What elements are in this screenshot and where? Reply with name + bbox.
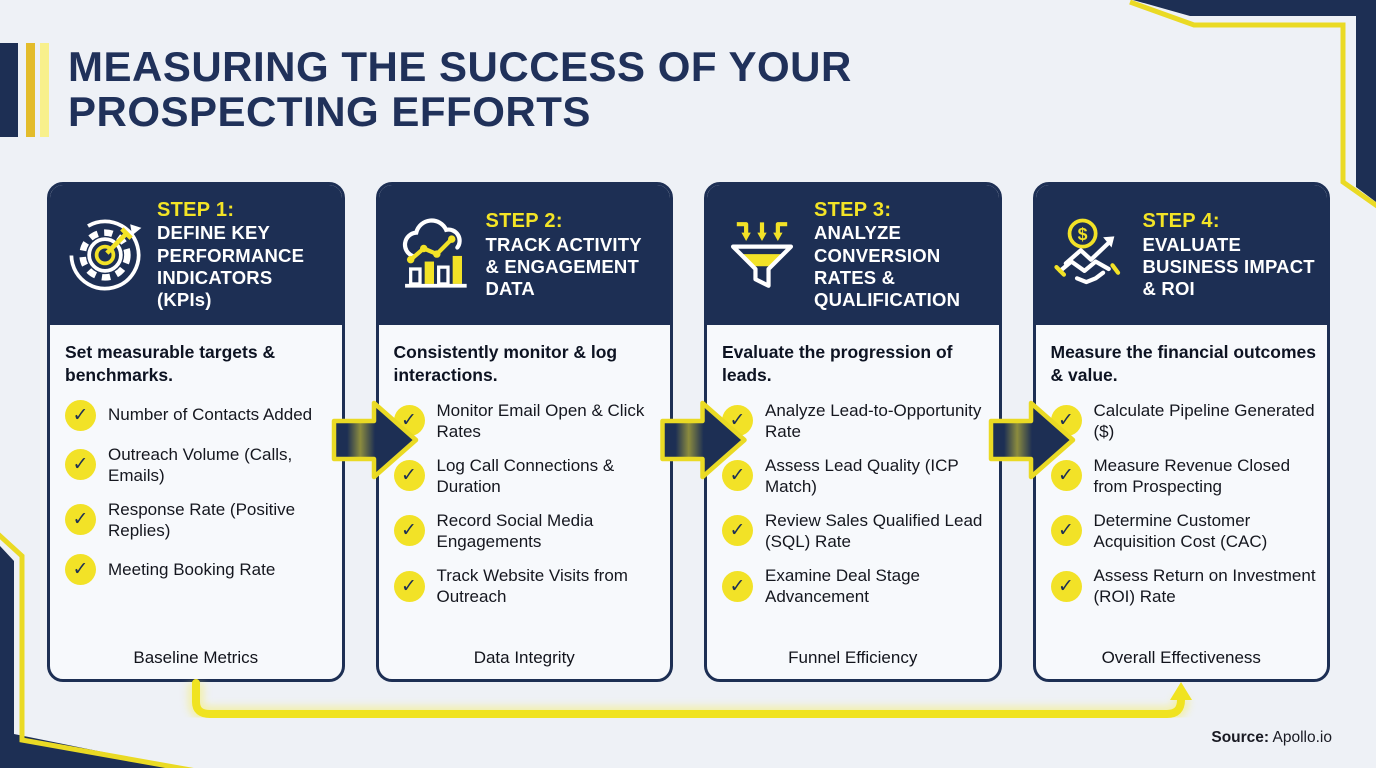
- step-3-body: Evaluate the progression of leads. ✓ Ana…: [707, 325, 999, 607]
- steps-row: STEP 1: DEFINE KEY PERFORMANCE INDICATOR…: [47, 182, 1330, 682]
- step-4-header: $ STEP 4: EVALUATE BUSINESS IMPACT & ROI: [1035, 185, 1327, 325]
- step-2-card: STEP 2: TRACK ACTIVITY & ENGAGEMENT DATA…: [375, 182, 673, 682]
- list-item: ✓ Examine Deal Stage Advancement: [722, 565, 989, 607]
- title-accent-bar-gold: [26, 43, 35, 137]
- step-2-checklist: ✓ Monitor Email Open & Click Rates ✓ Log…: [393, 400, 661, 608]
- step-1-title: DEFINE KEY PERFORMANCE INDICATORS (KPIs): [157, 222, 305, 310]
- step-3-checklist: ✓ Analyze Lead-to-Opportunity Rate ✓ Ass…: [722, 400, 989, 608]
- list-item: ✓ Analyze Lead-to-Opportunity Rate: [722, 400, 989, 442]
- step-4-card: $ STEP 4: EVALUATE BUSINESS IMPACT & ROI…: [1032, 182, 1330, 682]
- list-item: ✓ Measure Revenue Closed from Prospectin…: [1050, 455, 1318, 497]
- step-4-checklist: ✓ Calculate Pipeline Generated ($) ✓ Mea…: [1050, 400, 1318, 608]
- check-icon: ✓: [722, 405, 753, 437]
- step-3-title: ANALYZE CONVERSION RATES & QUALIFICATION: [814, 222, 961, 310]
- source-credit: Source: Apollo.io: [1211, 729, 1332, 747]
- step-2-footer-label: Data Integrity: [473, 648, 575, 667]
- feedback-loop-arrow: [188, 679, 1192, 722]
- step-4-footer-label: Overall Effectiveness: [1101, 648, 1261, 667]
- page-title-line-1: MEASURING THE SUCCESS OF YOUR: [68, 43, 852, 90]
- check-icon: ✓: [722, 570, 753, 602]
- target-gear-icon: [63, 213, 147, 297]
- title-accent-bar-navy: [0, 43, 18, 137]
- check-icon: ✓: [65, 504, 96, 536]
- step-3-header-text: STEP 3: ANALYZE CONVERSION RATES & QUALI…: [814, 199, 989, 311]
- list-item: ✓ Outreach Volume (Calls, Emails): [65, 444, 332, 486]
- step-2-body: Consistently monitor & log interactions.…: [379, 325, 671, 607]
- list-item: ✓ Log Call Connections & Duration: [393, 455, 661, 497]
- list-item: ✓ Record Social Media Engagements: [393, 510, 661, 552]
- step-1-header: STEP 1: DEFINE KEY PERFORMANCE INDICATOR…: [50, 185, 342, 325]
- check-icon: ✓: [393, 570, 425, 602]
- step-4-title: EVALUATE BUSINESS IMPACT & ROI: [1142, 233, 1315, 299]
- cloud-analytics-icon: [392, 213, 476, 297]
- roi-handshake-icon: $: [1049, 213, 1133, 297]
- check-icon: ✓: [393, 460, 425, 492]
- check-icon: ✓: [65, 449, 96, 481]
- list-item: ✓ Assess Lead Quality (ICP Match): [722, 455, 989, 497]
- step-4-body: Measure the financial outcomes & value. …: [1036, 325, 1328, 607]
- step-2-header-text: STEP 2: TRACK ACTIVITY & ENGAGEMENT DATA: [486, 210, 661, 300]
- list-item: ✓ Assess Return on Investment (ROI) Rate: [1050, 565, 1318, 607]
- step-1-label: STEP 1:: [157, 198, 235, 221]
- check-icon: ✓: [1050, 460, 1082, 492]
- list-item: ✓ Track Website Visits from Outreach: [393, 565, 661, 607]
- step-2-label: STEP 2:: [485, 209, 563, 232]
- source-value: Apollo.io: [1272, 729, 1332, 746]
- list-item: ✓ Number of Contacts Added: [65, 399, 332, 431]
- list-item: ✓ Response Rate (Positive Replies): [65, 499, 332, 541]
- step-3-header: STEP 3: ANALYZE CONVERSION RATES & QUALI…: [707, 185, 999, 325]
- step-2-header: STEP 2: TRACK ACTIVITY & ENGAGEMENT DATA: [378, 185, 670, 325]
- svg-text:$: $: [1077, 224, 1087, 244]
- step-2-intro: Consistently monitor & log interactions.: [393, 342, 618, 385]
- step-1-body: Set measurable targets & benchmarks. ✓ N…: [50, 325, 342, 585]
- step-2-title: TRACK ACTIVITY & ENGAGEMENT DATA: [485, 233, 642, 299]
- step-3-label: STEP 3:: [814, 198, 892, 221]
- list-item: ✓ Monitor Email Open & Click Rates: [393, 400, 661, 442]
- source-label: Source:: [1211, 729, 1270, 746]
- step-1-header-text: STEP 1: DEFINE KEY PERFORMANCE INDICATOR…: [157, 199, 332, 311]
- check-icon: ✓: [1050, 515, 1082, 547]
- check-icon: ✓: [393, 515, 425, 547]
- step-1-intro: Set measurable targets & benchmarks.: [65, 342, 276, 385]
- step-1-checklist: ✓ Number of Contacts Added ✓ Outreach Vo…: [65, 399, 332, 585]
- list-item: ✓ Determine Customer Acquisition Cost (C…: [1050, 510, 1318, 552]
- page-title: MEASURING THE SUCCESS OF YOUR PROSPECTIN…: [68, 43, 868, 135]
- step-4-header-text: STEP 4: EVALUATE BUSINESS IMPACT & ROI: [1143, 210, 1318, 300]
- title-accent-bar-pale-yellow: [40, 43, 49, 137]
- check-icon: ✓: [1050, 405, 1082, 437]
- step-3-intro: Evaluate the progression of leads.: [722, 342, 953, 385]
- step-3-card: STEP 3: ANALYZE CONVERSION RATES & QUALI…: [704, 182, 1002, 682]
- step-1-card: STEP 1: DEFINE KEY PERFORMANCE INDICATOR…: [47, 182, 345, 682]
- funnel-icon: [720, 213, 804, 297]
- list-item: ✓ Calculate Pipeline Generated ($): [1050, 400, 1318, 442]
- check-icon: ✓: [1050, 570, 1082, 602]
- check-icon: ✓: [393, 405, 425, 437]
- check-icon: ✓: [65, 553, 96, 585]
- step-1-footer-label: Baseline Metrics: [133, 648, 259, 667]
- page-title-line-2: PROSPECTING EFFORTS: [68, 87, 591, 135]
- step-4-label: STEP 4:: [1142, 209, 1220, 232]
- check-icon: ✓: [722, 515, 753, 547]
- step-3-footer-label: Funnel Efficiency: [788, 648, 918, 667]
- step-4-intro: Measure the financial outcomes & value.: [1050, 342, 1317, 385]
- top-right-corner-decoration: [1129, 0, 1376, 209]
- check-icon: ✓: [722, 460, 753, 492]
- check-icon: ✓: [65, 399, 96, 431]
- list-item: ✓ Review Sales Qualified Lead (SQL) Rate: [722, 510, 989, 552]
- list-item: ✓ Meeting Booking Rate: [65, 553, 332, 585]
